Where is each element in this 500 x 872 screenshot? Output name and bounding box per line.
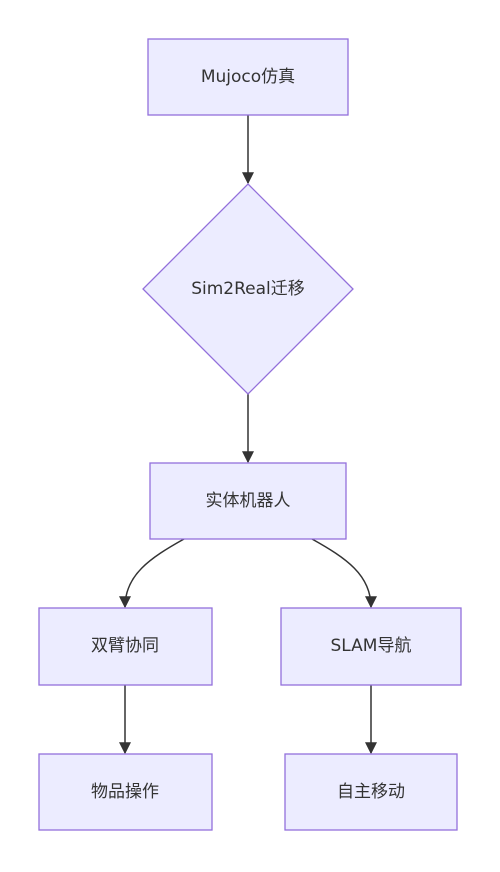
- node-slam-navigation: SLAM导航: [280, 607, 462, 686]
- node-physical-robot: 实体机器人: [149, 462, 347, 540]
- node-mujoco-simulation: Mujoco仿真: [147, 38, 349, 116]
- node-slam-label: SLAM导航: [331, 636, 412, 656]
- node-robot-label: 实体机器人: [206, 491, 291, 511]
- node-sim2real-transfer: Sim2Real迁移: [142, 183, 354, 395]
- edge-robot-to-slam: [311, 538, 377, 609]
- node-mujoco-label: Mujoco仿真: [201, 67, 295, 87]
- node-autonomous-mobility: 自主移动: [284, 753, 458, 831]
- node-mobility-label: 自主移动: [337, 782, 405, 802]
- edge-robot-to-dual-arm: [119, 538, 185, 609]
- node-dual-arm: 双臂协同: [38, 607, 213, 686]
- node-manipulation-label: 物品操作: [91, 782, 159, 802]
- node-object-manipulation: 物品操作: [38, 753, 213, 831]
- node-dual-arm-label: 双臂协同: [91, 636, 159, 656]
- node-sim2real-label: Sim2Real迁移: [191, 279, 305, 299]
